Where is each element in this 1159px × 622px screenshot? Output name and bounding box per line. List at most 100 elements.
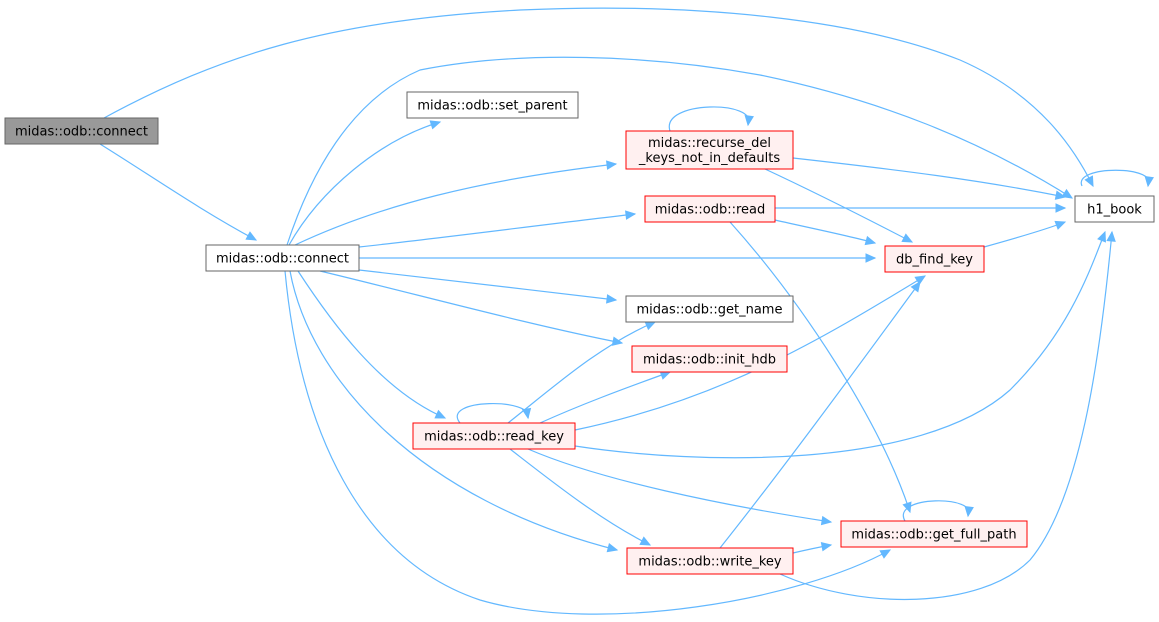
edge-line <box>358 269 617 301</box>
edge-line <box>99 143 257 241</box>
nodes-layer: midas::odb::connectmidas::odb::connectmi… <box>4 91 1155 575</box>
edge-arrowhead <box>1106 230 1116 242</box>
node-init-hdb[interactable]: midas::odb::init_hdb <box>631 345 788 373</box>
edge-arrowhead <box>744 114 754 127</box>
edge-arrowhead <box>606 294 618 304</box>
edge-line <box>779 231 1113 601</box>
node-db-find-key[interactable]: db_find_key <box>884 245 985 273</box>
edge-connect-to-read <box>358 210 637 248</box>
node-write-key[interactable]: midas::odb::write_key <box>626 547 794 575</box>
edge-arrowhead <box>879 549 892 559</box>
edge-line <box>284 270 891 615</box>
node-read[interactable]: midas::odb::read <box>644 195 776 223</box>
node-box <box>626 547 794 575</box>
edge-arrowhead <box>639 536 652 546</box>
node-label: midas::odb::get_name <box>637 303 783 318</box>
edge-line <box>103 7 1094 187</box>
edge-arrowhead <box>644 321 657 331</box>
edge-line <box>902 500 970 522</box>
edge-connect-to-recurse <box>294 160 618 246</box>
node-root[interactable]: midas::odb::connect <box>4 117 159 145</box>
edge-connect-to-db_find_key <box>358 253 877 263</box>
edge-arrowhead <box>1061 188 1074 199</box>
edge-connect-to-get_full_path <box>284 270 892 615</box>
edge-recurse-to-h1_book <box>792 157 1067 200</box>
edge-read_key-to-read_key <box>456 402 532 424</box>
edge-connect-to-set_parent <box>288 120 442 246</box>
edge-line <box>539 371 671 424</box>
edge-arrowhead <box>914 275 927 286</box>
edge-arrowhead <box>820 542 833 552</box>
node-box <box>631 345 788 373</box>
edge-read-to-db_find_key <box>774 219 877 246</box>
edge-read_key-to-init_hdb <box>539 370 672 424</box>
edge-line <box>729 221 911 513</box>
edges-layer <box>99 7 1154 615</box>
edge-line <box>294 163 617 246</box>
edge-arrowhead <box>521 407 532 420</box>
edge-arrowhead <box>606 543 619 553</box>
edge-arrowhead <box>865 253 877 263</box>
edge-line <box>319 270 623 344</box>
edge-connect-to-init_hdb <box>319 270 624 346</box>
edge-line <box>288 121 441 246</box>
edge-arrowhead <box>434 409 447 419</box>
node-label: h1_book <box>1087 203 1142 218</box>
node-label: midas::odb::write_key <box>638 555 781 570</box>
edge-root-to-h1_book <box>103 7 1094 188</box>
edge-write_key-to-get_full_path <box>792 542 833 554</box>
edge-read_key-to-get_full_path <box>527 448 833 526</box>
edge-arrowhead <box>625 210 637 220</box>
node-read-key[interactable]: midas::odb::read_key <box>412 422 576 450</box>
node-label: midas::odb::connect <box>15 125 148 140</box>
edge-read_key-to-write_key <box>509 448 652 546</box>
edge-line <box>289 270 618 551</box>
edge-h1_book-to-h1_book <box>1080 169 1154 188</box>
edge-arrowhead <box>910 281 921 293</box>
edge-line <box>456 402 529 424</box>
edge-recurse-to-db_find_key <box>764 168 914 243</box>
edge-line <box>792 157 1066 198</box>
node-get-full-path[interactable]: midas::odb::get_full_path <box>840 520 1028 548</box>
edge-arrowhead <box>1084 175 1094 188</box>
node-h1-book[interactable]: h1_book <box>1074 195 1155 223</box>
edge-line <box>527 448 832 523</box>
node-box <box>884 245 985 273</box>
edge-line <box>764 168 913 243</box>
edge-write_key-to-db_find_key <box>719 281 921 549</box>
node-box <box>4 117 159 145</box>
edge-arrowhead <box>606 160 618 170</box>
edge-line <box>286 56 1073 246</box>
node-box <box>406 91 579 119</box>
edge-line <box>297 270 446 419</box>
node-label: midas::odb::get_full_path <box>851 528 1016 543</box>
edge-connect-to-read_key <box>297 270 447 419</box>
node-get-name[interactable]: midas::odb::get_name <box>625 295 794 323</box>
node-set-parent[interactable]: midas::odb::set_parent <box>406 91 579 119</box>
edge-arrowhead <box>245 231 258 241</box>
edge-line <box>668 106 750 132</box>
edge-line <box>774 219 876 244</box>
node-label: midas::odb::set_parent <box>417 99 567 114</box>
edge-arrowhead <box>1144 175 1154 188</box>
edge-arrowhead <box>1055 203 1067 213</box>
edge-line <box>358 213 636 248</box>
node-box <box>205 244 360 272</box>
edge-arrowhead <box>1054 190 1067 200</box>
edge-arrowhead <box>964 505 974 518</box>
node-box <box>412 422 576 450</box>
node-recurse[interactable]: midas::recurse_del_keys_not_in_defaults <box>625 130 794 170</box>
edge-arrowhead <box>429 120 442 130</box>
edge-get_full_path-to-get_full_path <box>902 500 974 522</box>
node-label: midas::odb::init_hdb <box>643 353 776 368</box>
node-label: _keys_not_in_defaults <box>638 151 780 166</box>
edge-write_key-to-h1_book <box>779 230 1116 601</box>
node-connect[interactable]: midas::odb::connect <box>205 244 360 272</box>
edge-connect-to-get_name <box>358 269 618 304</box>
node-box <box>1074 195 1155 223</box>
edge-read_key-to-h1_book <box>574 230 1106 459</box>
edge-arrowhead <box>1097 230 1106 243</box>
edge-read-to-h1_book <box>774 203 1067 213</box>
edge-line <box>719 281 921 549</box>
